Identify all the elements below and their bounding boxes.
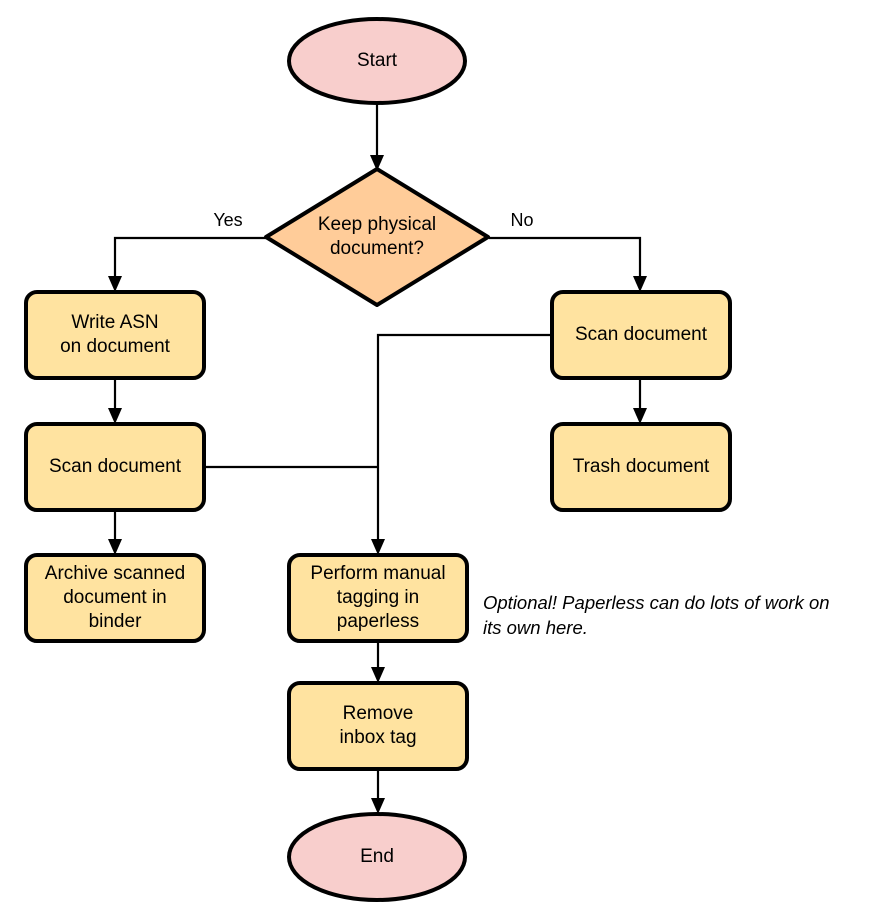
annotation-optional-note: Optional! Paperless can do lots of work … [483, 592, 830, 638]
edge-start-to-decision [370, 103, 384, 171]
node-label: Scan document [575, 324, 708, 345]
arrowhead-icon [108, 539, 122, 555]
annotation-line: its own here. [483, 617, 588, 638]
node-label: document in [63, 587, 167, 608]
node-label: End [360, 846, 394, 867]
node-remove-inbox-tag[interactable]: Remove inbox tag [287, 681, 469, 771]
node-label: Archive scanned [45, 563, 185, 584]
arrowhead-icon [371, 798, 385, 814]
node-keep-physical-document[interactable]: Keep physical document? [264, 167, 490, 307]
process-shape [24, 553, 206, 643]
process-shape [550, 290, 732, 380]
node-label: Write ASN [71, 312, 158, 333]
terminator-shape [287, 17, 467, 105]
terminator-shape [287, 812, 467, 902]
arrowhead-icon [633, 408, 647, 424]
node-trash-document[interactable]: Trash document [550, 422, 732, 512]
arrowhead-icon [108, 276, 122, 292]
node-label: document? [330, 238, 424, 259]
edge-line [376, 333, 552, 546]
node-archive-scanned-document-in-binder[interactable]: Archive scanned document in binder [24, 553, 206, 643]
node-label: Perform manual [310, 563, 445, 584]
arrowhead-icon [108, 408, 122, 424]
node-label: inbox tag [339, 727, 416, 748]
node-label: Trash document [573, 456, 710, 477]
node-label: Start [357, 50, 398, 71]
edge-tagging-to-remove-inbox-tag [371, 641, 385, 683]
edge-label: No [510, 210, 533, 230]
edge-label: Yes [213, 210, 242, 230]
process-shape [550, 422, 732, 512]
arrowhead-icon [633, 276, 647, 292]
node-write-asn-on-document[interactable]: Write ASN on document [24, 290, 206, 380]
node-label: Keep physical [318, 214, 436, 235]
node-label: tagging in [337, 587, 419, 608]
edge-write-asn-to-scan-document-left [108, 378, 122, 424]
edge-scan-document-left-to-archive [108, 510, 122, 555]
edge-scan-document-right-to-trash [633, 378, 647, 424]
node-scan-document-right[interactable]: Scan document [550, 290, 732, 380]
annotations-layer: Optional! Paperless can do lots of work … [483, 592, 830, 638]
edges-layer: Yes No [108, 103, 647, 814]
edge-line [113, 236, 266, 283]
arrowhead-icon [371, 667, 385, 683]
arrowhead-icon [370, 155, 384, 171]
annotation-line: Optional! Paperless can do lots of work … [483, 592, 830, 613]
process-shape [24, 290, 206, 380]
edge-remove-inbox-tag-to-end [371, 769, 385, 814]
edge-decision-yes-to-write-asn: Yes [108, 210, 266, 292]
edge-line [489, 236, 642, 283]
node-label: paperless [337, 611, 419, 632]
node-scan-document-left[interactable]: Scan document [24, 422, 206, 512]
node-start[interactable]: Start [287, 17, 467, 105]
node-label: Scan document [49, 456, 182, 477]
node-end[interactable]: End [287, 812, 467, 902]
node-label: binder [89, 611, 142, 632]
node-perform-manual-tagging-in-paperless[interactable]: Perform manual tagging in paperless [287, 553, 469, 643]
process-shape [287, 553, 469, 643]
node-label: Remove [343, 703, 414, 724]
process-shape [24, 422, 206, 512]
decision-shape [264, 167, 490, 307]
arrowhead-icon [371, 539, 385, 555]
edge-scan-document-right-to-tagging [371, 333, 552, 555]
process-shape [287, 681, 469, 771]
node-label: on document [60, 336, 171, 357]
edge-decision-no-to-scan-document-right: No [489, 210, 647, 292]
